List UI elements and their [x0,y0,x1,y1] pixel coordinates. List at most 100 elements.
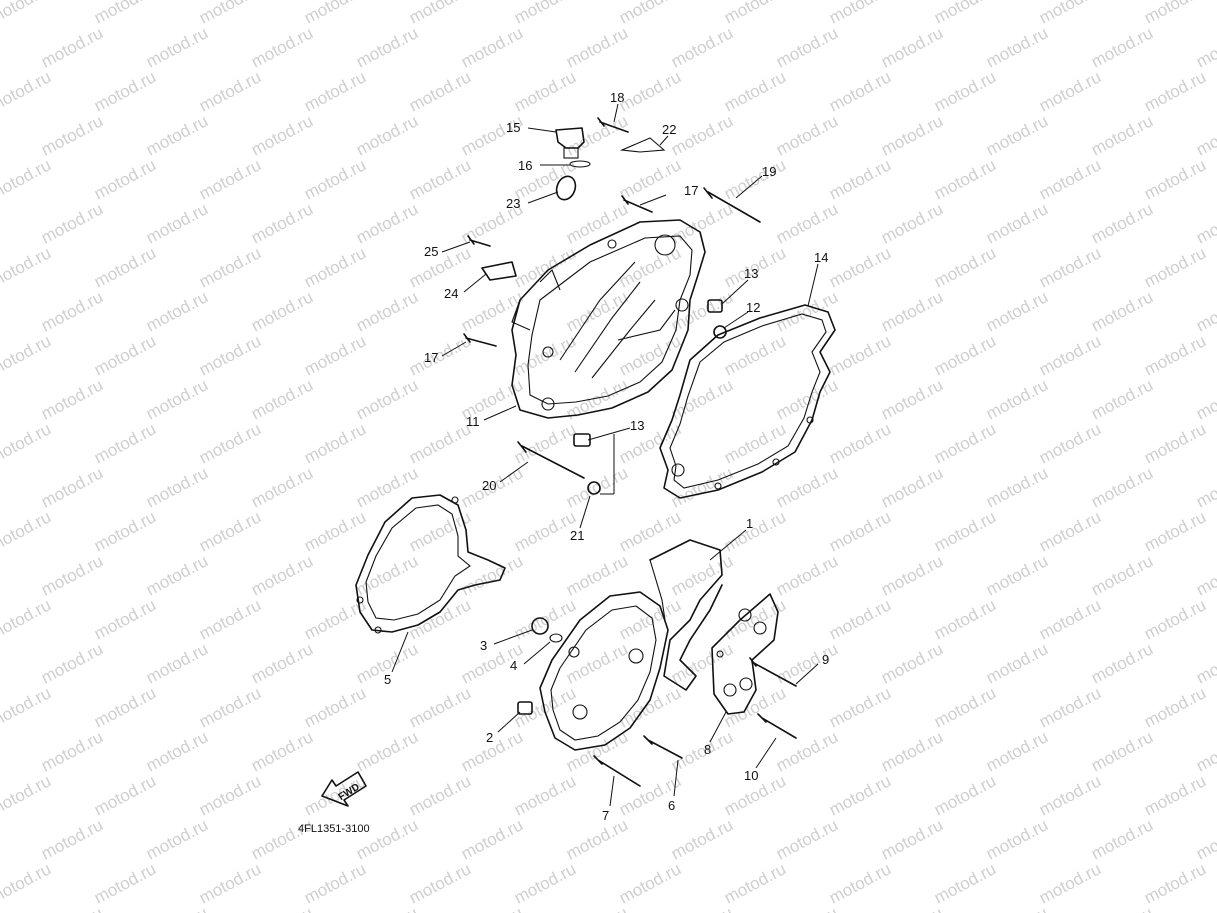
watermark-text: motod.ru [248,287,316,335]
watermark-text: motod.ru [248,639,316,687]
watermark-text: motod.ru [0,243,54,291]
callout-10: 10 [744,768,758,783]
watermark-text: motod.ru [773,111,841,159]
watermark-text: motod.ru [301,155,369,203]
watermark-text: motod.ru [406,0,474,28]
watermark-text: motod.ru [1193,727,1217,775]
watermark-text: motod.ru [563,23,631,71]
watermark-text: motod.ru [1088,551,1156,599]
watermark-text: motod.ru [38,375,106,423]
watermark-text: motod.ru [668,903,736,913]
watermark-text: motod.ru [1088,727,1156,775]
watermark-text: motod.ru [353,375,421,423]
watermark-text: motod.ru [353,903,421,913]
watermark-text: motod.ru [563,463,631,511]
watermark-text: motod.ru [983,23,1051,71]
cover-gasket-right [659,304,836,499]
watermark-text: motod.ru [38,903,106,913]
watermark-text: motod.ru [1036,507,1104,555]
watermark-text: motod.ru [931,859,999,907]
watermark-text: motod.ru [301,0,369,28]
watermark-text: motod.ru [931,0,999,28]
watermark-text: motod.ru [1141,683,1209,731]
watermark-text: motod.ru [0,199,1,247]
drawing-code: 4FL1351-3100 [298,823,370,835]
watermark-text: motod.ru [353,463,421,511]
watermark-text: motod.ru [1088,111,1156,159]
watermark-text: motod.ru [0,287,1,335]
watermark-text: motod.ru [0,551,1,599]
watermark-text: motod.ru [668,815,736,863]
crankcase-cover-right [511,219,706,419]
watermark-text: motod.ru [458,815,526,863]
watermark-text: motod.ru [1036,595,1104,643]
watermark-text: motod.ru [878,375,946,423]
watermark-text: motod.ru [1036,67,1104,115]
callout-13-upper: 13 [744,266,758,281]
watermark-text: motod.ru [1141,507,1209,555]
watermark-text: motod.ru [721,595,789,643]
watermark-text: motod.ru [91,419,159,467]
watermark-text: motod.ru [458,111,526,159]
watermark-text: motod.ru [668,727,736,775]
callout-9: 9 [822,652,829,667]
watermark-text: motod.ru [91,331,159,379]
watermark-text: motod.ru [1036,859,1104,907]
watermark-text: motod.ru [1141,331,1209,379]
watermark-text: motod.ru [143,815,211,863]
watermark-text: motod.ru [563,287,631,335]
watermark-text: motod.ru [826,67,894,115]
watermark-text: motod.ru [1036,243,1104,291]
callout-6: 6 [668,798,675,813]
watermark-text: motod.ru [0,639,1,687]
watermark-text: motod.ru [91,243,159,291]
watermark-text: motod.ru [353,23,421,71]
watermark-text: motod.ru [406,419,474,467]
watermark-text: motod.ru [0,155,54,203]
watermark-text: motod.ru [458,23,526,71]
callout-14: 14 [814,250,828,265]
watermark-text: motod.ru [773,375,841,423]
watermark-text: motod.ru [721,67,789,115]
watermark-text: motod.ru [773,903,841,913]
watermark-text: motod.ru [878,287,946,335]
watermark-text: motod.ru [91,859,159,907]
watermark-text: motod.ru [301,331,369,379]
watermark-text: motod.ru [826,243,894,291]
watermark-text: motod.ru [1141,243,1209,291]
watermark-text: motod.ru [91,0,159,28]
watermark-text: motod.ru [826,419,894,467]
callout-18: 18 [610,90,624,105]
watermark-text: motod.ru [1193,815,1217,863]
watermark-text: motod.ru [931,67,999,115]
watermark-text: motod.ru [931,595,999,643]
watermark-text: motod.ru [511,419,579,467]
watermark-text: motod.ru [931,243,999,291]
watermark-text: motod.ru [196,0,264,28]
watermark-text: motod.ru [983,903,1051,913]
watermark-text: motod.ru [721,0,789,28]
watermark-text: motod.ru [406,595,474,643]
callout-4: 4 [510,658,517,673]
callout-5: 5 [384,672,391,687]
watermark-text: motod.ru [1141,771,1209,819]
watermark-text: motod.ru [406,331,474,379]
callout-16: 16 [518,158,532,173]
watermark-text: motod.ru [983,375,1051,423]
watermark-text: motod.ru [196,67,264,115]
watermark-text: motod.ru [511,67,579,115]
watermark-text: motod.ru [616,0,684,28]
watermark-text: motod.ru [511,859,579,907]
watermark-text: motod.ru [248,23,316,71]
watermark-text: motod.ru [38,639,106,687]
watermark-text: motod.ru [1141,859,1209,907]
watermark-text: motod.ru [91,67,159,115]
leader-lines [391,103,819,807]
watermark-text: motod.ru [878,639,946,687]
watermark-text: motod.ru [668,639,736,687]
callout-1: 1 [746,516,753,531]
watermark-text: motod.ru [353,551,421,599]
watermark-text: motod.ru [511,243,579,291]
watermark-text: motod.ru [1193,903,1217,913]
